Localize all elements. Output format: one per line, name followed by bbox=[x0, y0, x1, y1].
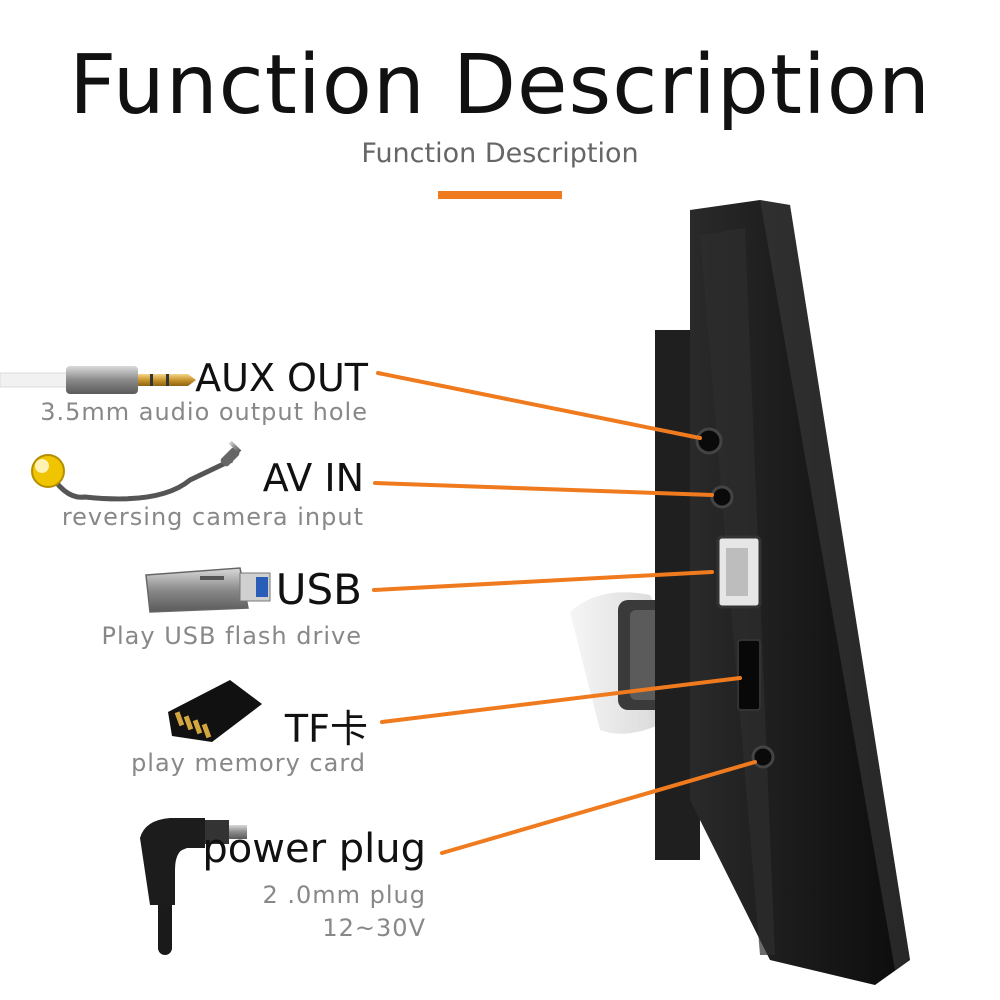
page-title: Function Description bbox=[69, 38, 931, 133]
line-tf bbox=[380, 676, 742, 724]
tf-slot bbox=[737, 639, 761, 711]
memory-card-icon bbox=[168, 680, 262, 742]
feature-label-power: power plug bbox=[202, 826, 426, 872]
line-av bbox=[373, 481, 714, 497]
power-plug-icon bbox=[140, 818, 247, 955]
feature-label-aux: AUX OUT bbox=[195, 356, 368, 400]
feature-label-av: AV IN bbox=[262, 456, 364, 500]
feature-desc-usb: Play USB flash drive bbox=[101, 622, 362, 650]
feature-desc-power: 2 .0mm plug bbox=[262, 881, 426, 909]
device-ports bbox=[695, 427, 775, 769]
audio-jack-icon bbox=[0, 366, 196, 394]
device-body bbox=[655, 200, 910, 985]
accent-bar bbox=[438, 191, 562, 199]
feature-desc-power-voltage: 12~30V bbox=[322, 914, 426, 942]
av-port bbox=[710, 485, 734, 509]
line-power bbox=[440, 760, 757, 855]
rca-cable-icon bbox=[31, 440, 242, 502]
connector-lines bbox=[372, 371, 757, 855]
feature-label-usb: USB bbox=[275, 565, 362, 614]
usb-drive-icon bbox=[145, 567, 271, 613]
feature-desc-tf: play memory card bbox=[131, 749, 366, 777]
dc-port bbox=[751, 745, 775, 769]
feature-desc-av: reversing camera input bbox=[61, 503, 364, 531]
line-usb bbox=[372, 570, 714, 592]
feature-desc-aux: 3.5mm audio output hole bbox=[40, 398, 368, 426]
aux-port bbox=[695, 427, 723, 455]
feature-label-tf: TF卡 bbox=[284, 707, 368, 751]
line-aux bbox=[376, 371, 702, 440]
page-subtitle: Function Description bbox=[361, 138, 639, 169]
